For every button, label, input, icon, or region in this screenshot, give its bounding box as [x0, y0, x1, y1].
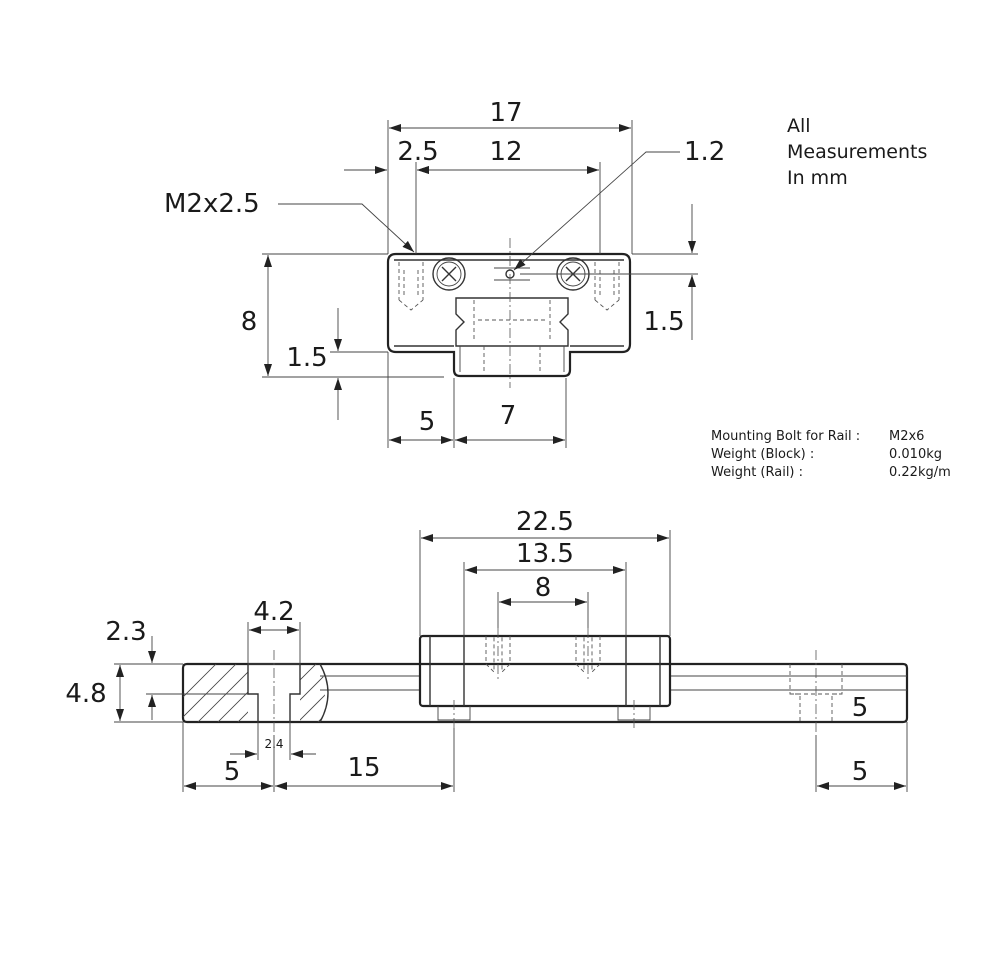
rail-outline [181, 662, 909, 724]
dim-hole-dia: 1.2 [684, 137, 725, 167]
thread-label: M2x2.5 [164, 189, 260, 219]
block-outline [386, 252, 632, 378]
dim-hole-pitch-rail: 15 [347, 753, 380, 783]
screw-left-icon [432, 257, 466, 291]
specs-table: Mounting Bolt for Rail : M2x6 Weight (Bl… [711, 429, 951, 480]
side-view: 22.5 13.5 8 4.2 2.3 4.8 2.4 5 15 [65, 507, 909, 792]
units-note-line1: All [787, 115, 811, 137]
dim-body-length: 13.5 [516, 539, 574, 569]
dim-rail-width: 7 [500, 401, 517, 431]
dim-hole-pitch: 8 [535, 573, 552, 603]
units-note-line2: Measurements [787, 141, 927, 163]
dim-rail-height: 4.8 [65, 679, 106, 709]
dim-end-offset: 5 [224, 757, 241, 787]
dim-right-depth: 5 [852, 693, 869, 723]
spec-label-block-weight: Weight (Block) : [711, 447, 814, 462]
spec-label-bolt: Mounting Bolt for Rail : [711, 429, 860, 444]
dim-hole-spacing: 12 [489, 137, 522, 167]
spec-value-block-weight: 0.010kg [889, 447, 942, 462]
dim-edge-offset: 2.5 [397, 137, 438, 167]
units-note-line3: In mm [787, 167, 848, 189]
dim-counterbore-depth: 2.3 [105, 617, 146, 647]
spec-value-rail-weight: 0.22kg/m [889, 465, 951, 480]
end-view: 17 12 2.5 1.2 M2x2.5 8 1.5 1.5 5 [164, 98, 725, 448]
rail-profile [455, 297, 569, 347]
dim-block-length: 22.5 [516, 507, 574, 537]
dim-counterbore-dia: 4.2 [253, 597, 294, 627]
spec-label-rail-weight: Weight (Rail) : [711, 465, 803, 480]
dim-rail-offset: 5 [419, 407, 436, 437]
dim-height: 8 [241, 307, 258, 337]
dim-rail-gap: 1.5 [286, 343, 327, 373]
dim-overall-width: 17 [489, 98, 522, 128]
dim-top-offset: 1.5 [643, 307, 684, 337]
units-note: All Measurements In mm [787, 115, 927, 189]
dim-right-offset: 5 [852, 757, 869, 787]
block-body [418, 634, 672, 708]
spec-value-bolt: M2x6 [889, 429, 924, 444]
